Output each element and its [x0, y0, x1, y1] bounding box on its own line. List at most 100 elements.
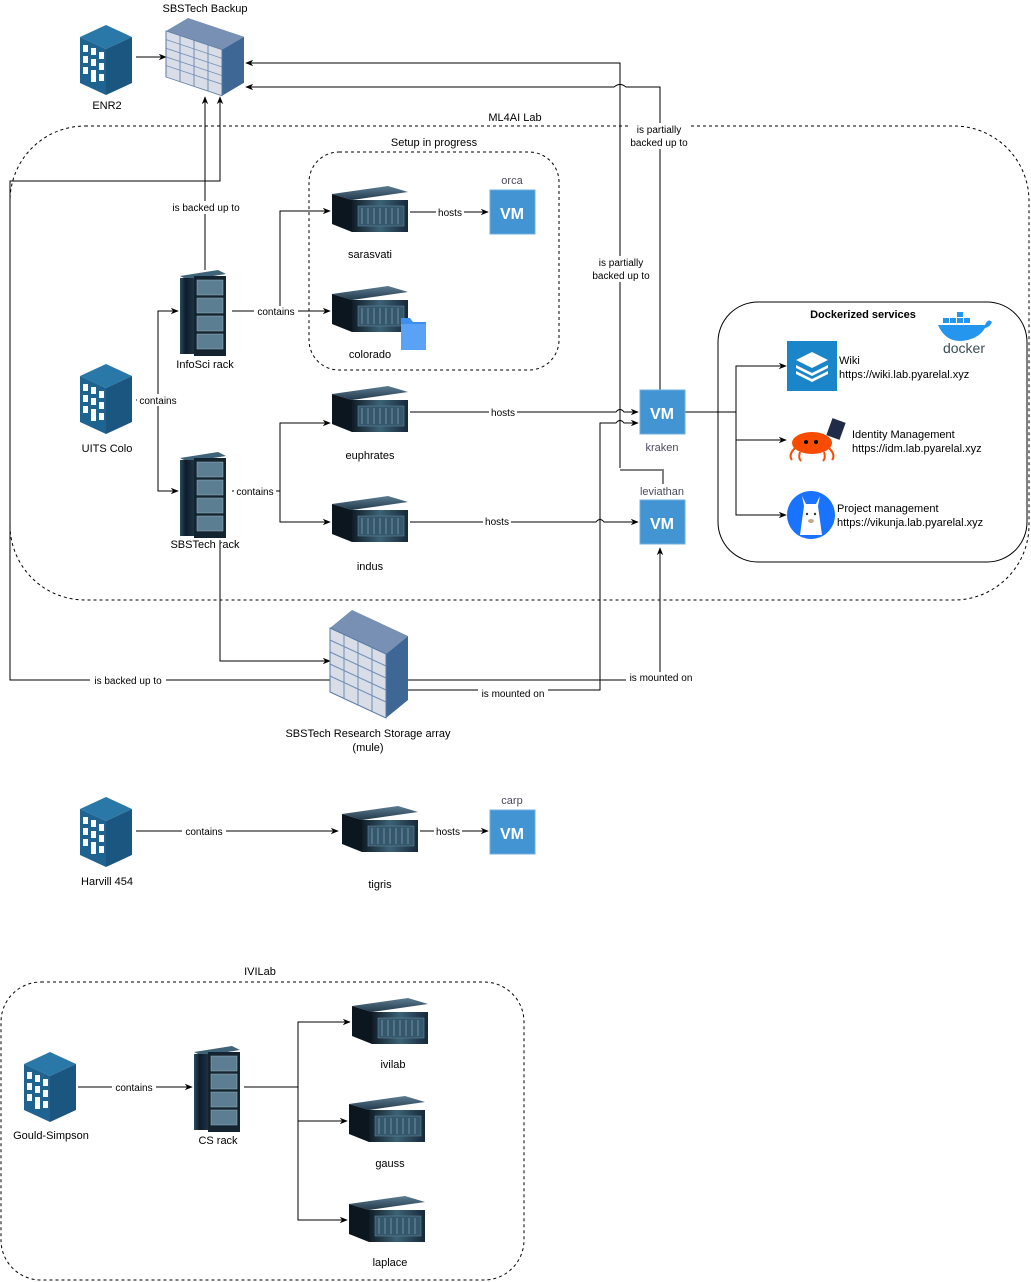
edge-csrack-gauss	[297, 1087, 348, 1125]
edge-labels: is backed up to is partially backed up t…	[90, 123, 696, 1094]
label-is-backed-up-to: is backed up to	[172, 203, 240, 214]
node-enr2[interactable]: ENR2	[80, 25, 132, 112]
vm-glyph: VM	[500, 206, 524, 223]
node-harvill-454[interactable]: Harvill 454	[80, 797, 133, 888]
service-url[interactable]: https://wiki.lab.pyarelal.xyz	[839, 369, 969, 381]
edge-kraken-vikunja	[735, 440, 787, 519]
node-sbstech-rack[interactable]: SBSTech rack	[170, 451, 240, 551]
edge-sbstech-indus	[279, 491, 331, 526]
group-label-docker: Dockerized services	[810, 309, 916, 321]
edge-indus-leviathan	[410, 518, 639, 526]
docker-logo: docker	[938, 312, 992, 356]
server-icon	[348, 1195, 426, 1243]
node-label: colorado	[349, 349, 391, 361]
node-carp[interactable]: VM carp	[489, 795, 536, 855]
node-indus[interactable]: indus	[331, 495, 409, 573]
group-label-ivilab: IVILab	[244, 966, 276, 978]
node-sarasvati[interactable]: sarasvati	[331, 185, 409, 261]
node-label: InfoSci rack	[176, 359, 234, 371]
docker-wordmark: docker	[943, 340, 985, 356]
building-icon	[24, 1052, 76, 1122]
node-tigris[interactable]: tigris	[341, 805, 419, 891]
edge-mule-kraken	[406, 419, 639, 691]
vm-glyph: VM	[500, 826, 524, 843]
node-cs-rack[interactable]: CS rack	[193, 1045, 241, 1147]
node-laplace[interactable]: laplace	[348, 1195, 426, 1269]
edges	[9, 53, 787, 1224]
service-project-management[interactable]: Project management https://vikunja.lab.p…	[787, 491, 983, 539]
node-label: SBSTech Research Storage array	[285, 728, 451, 740]
node-label: indus	[357, 561, 384, 573]
service-url[interactable]: https://idm.lab.pyarelal.xyz	[852, 443, 982, 455]
node-label: kraken	[645, 442, 678, 454]
node-label: Harvill 454	[81, 876, 133, 888]
node-label: tigris	[368, 879, 392, 891]
node-label: SBSTech Backup	[163, 3, 248, 15]
server-icon	[348, 1095, 426, 1143]
edge-uits-sbstech	[157, 400, 179, 495]
edge-sbstech-mule	[219, 540, 331, 665]
node-label: gauss	[375, 1158, 405, 1170]
label-partial-mid-1: is partially	[599, 258, 643, 269]
edge-uits-infosci	[136, 307, 179, 401]
server-icon	[331, 285, 409, 333]
label-partial-top-1: is partially	[637, 125, 681, 136]
node-sbstech-storage-mule[interactable]: SBSTech Research Storage array (mule)	[285, 609, 451, 754]
node-label: ENR2	[92, 100, 121, 112]
node-ivilab[interactable]: ivilab	[351, 997, 429, 1071]
rack-server-icon	[179, 269, 227, 357]
node-leviathan[interactable]: leviathan VM	[636, 484, 690, 545]
server-icon	[331, 495, 409, 543]
rack-server-icon	[193, 1045, 241, 1133]
node-label: ivilab	[380, 1059, 405, 1071]
label-contains-uits: contains	[139, 396, 176, 407]
label-hosts-sarasvati: hosts	[438, 208, 462, 219]
vm-glyph: VM	[650, 516, 674, 533]
node-euphrates[interactable]: euphrates	[331, 385, 409, 462]
label-contains-infosci: contains	[257, 307, 294, 318]
node-label: euphrates	[346, 450, 395, 462]
node-orca[interactable]: VM orca	[489, 175, 536, 235]
label-contains-gould: contains	[115, 1083, 152, 1094]
label-hosts-euphrates: hosts	[491, 408, 515, 419]
server-icon	[331, 185, 409, 233]
edge-kraken-idm	[735, 412, 787, 444]
label-mule-backed-up: is backed up to	[94, 676, 162, 687]
server-icon	[341, 805, 419, 853]
edge-mule-backup	[9, 96, 330, 681]
node-gauss[interactable]: gauss	[348, 1095, 426, 1170]
service-wiki[interactable]: Wiki https://wiki.lab.pyarelal.xyz	[787, 341, 969, 391]
node-label: carp	[501, 795, 522, 807]
node-label: laplace	[373, 1257, 408, 1269]
storage-array-icon	[165, 17, 245, 97]
label-contains-sbstech: contains	[236, 487, 273, 498]
building-icon	[80, 364, 132, 434]
node-label: SBSTech rack	[170, 539, 240, 551]
label-partial-top-2: backed up to	[630, 138, 688, 149]
node-label: CS rack	[198, 1135, 238, 1147]
label-mounted-leviathan: is mounted on	[630, 673, 693, 684]
node-label-sub: (mule)	[352, 742, 383, 754]
node-colorado[interactable]: colorado	[331, 285, 426, 361]
label-contains-harvill: contains	[185, 827, 222, 838]
edge-infosci-sarasvati	[279, 207, 331, 311]
node-kraken[interactable]: VM kraken	[639, 389, 686, 454]
group-dockerized-services: Dockerized services	[717, 301, 1028, 563]
building-icon	[80, 25, 132, 95]
rack-server-icon	[179, 451, 227, 539]
service-url[interactable]: https://vikunja.lab.pyarelal.xyz	[837, 517, 983, 529]
service-name: Identity Management	[852, 429, 955, 441]
edge-euphrates-kraken	[410, 408, 639, 416]
label-hosts-indus: hosts	[485, 517, 509, 528]
node-sbstech-backup[interactable]: SBSTech Backup	[163, 3, 248, 97]
building-icon	[80, 797, 132, 867]
group-setup-in-progress: Setup in progress	[308, 137, 560, 371]
server-icon	[351, 997, 429, 1045]
node-infosci-rack[interactable]: InfoSci rack	[176, 269, 234, 371]
node-gould-simpson[interactable]: Gould-Simpson	[13, 1052, 89, 1142]
service-identity-management[interactable]: Identity Management https://idm.lab.pyar…	[789, 418, 982, 462]
edge-kraken-wiki	[685, 362, 787, 413]
edge-csrack-ivilab	[244, 1018, 351, 1088]
node-uits-colo[interactable]: UITS Colo	[80, 364, 132, 455]
